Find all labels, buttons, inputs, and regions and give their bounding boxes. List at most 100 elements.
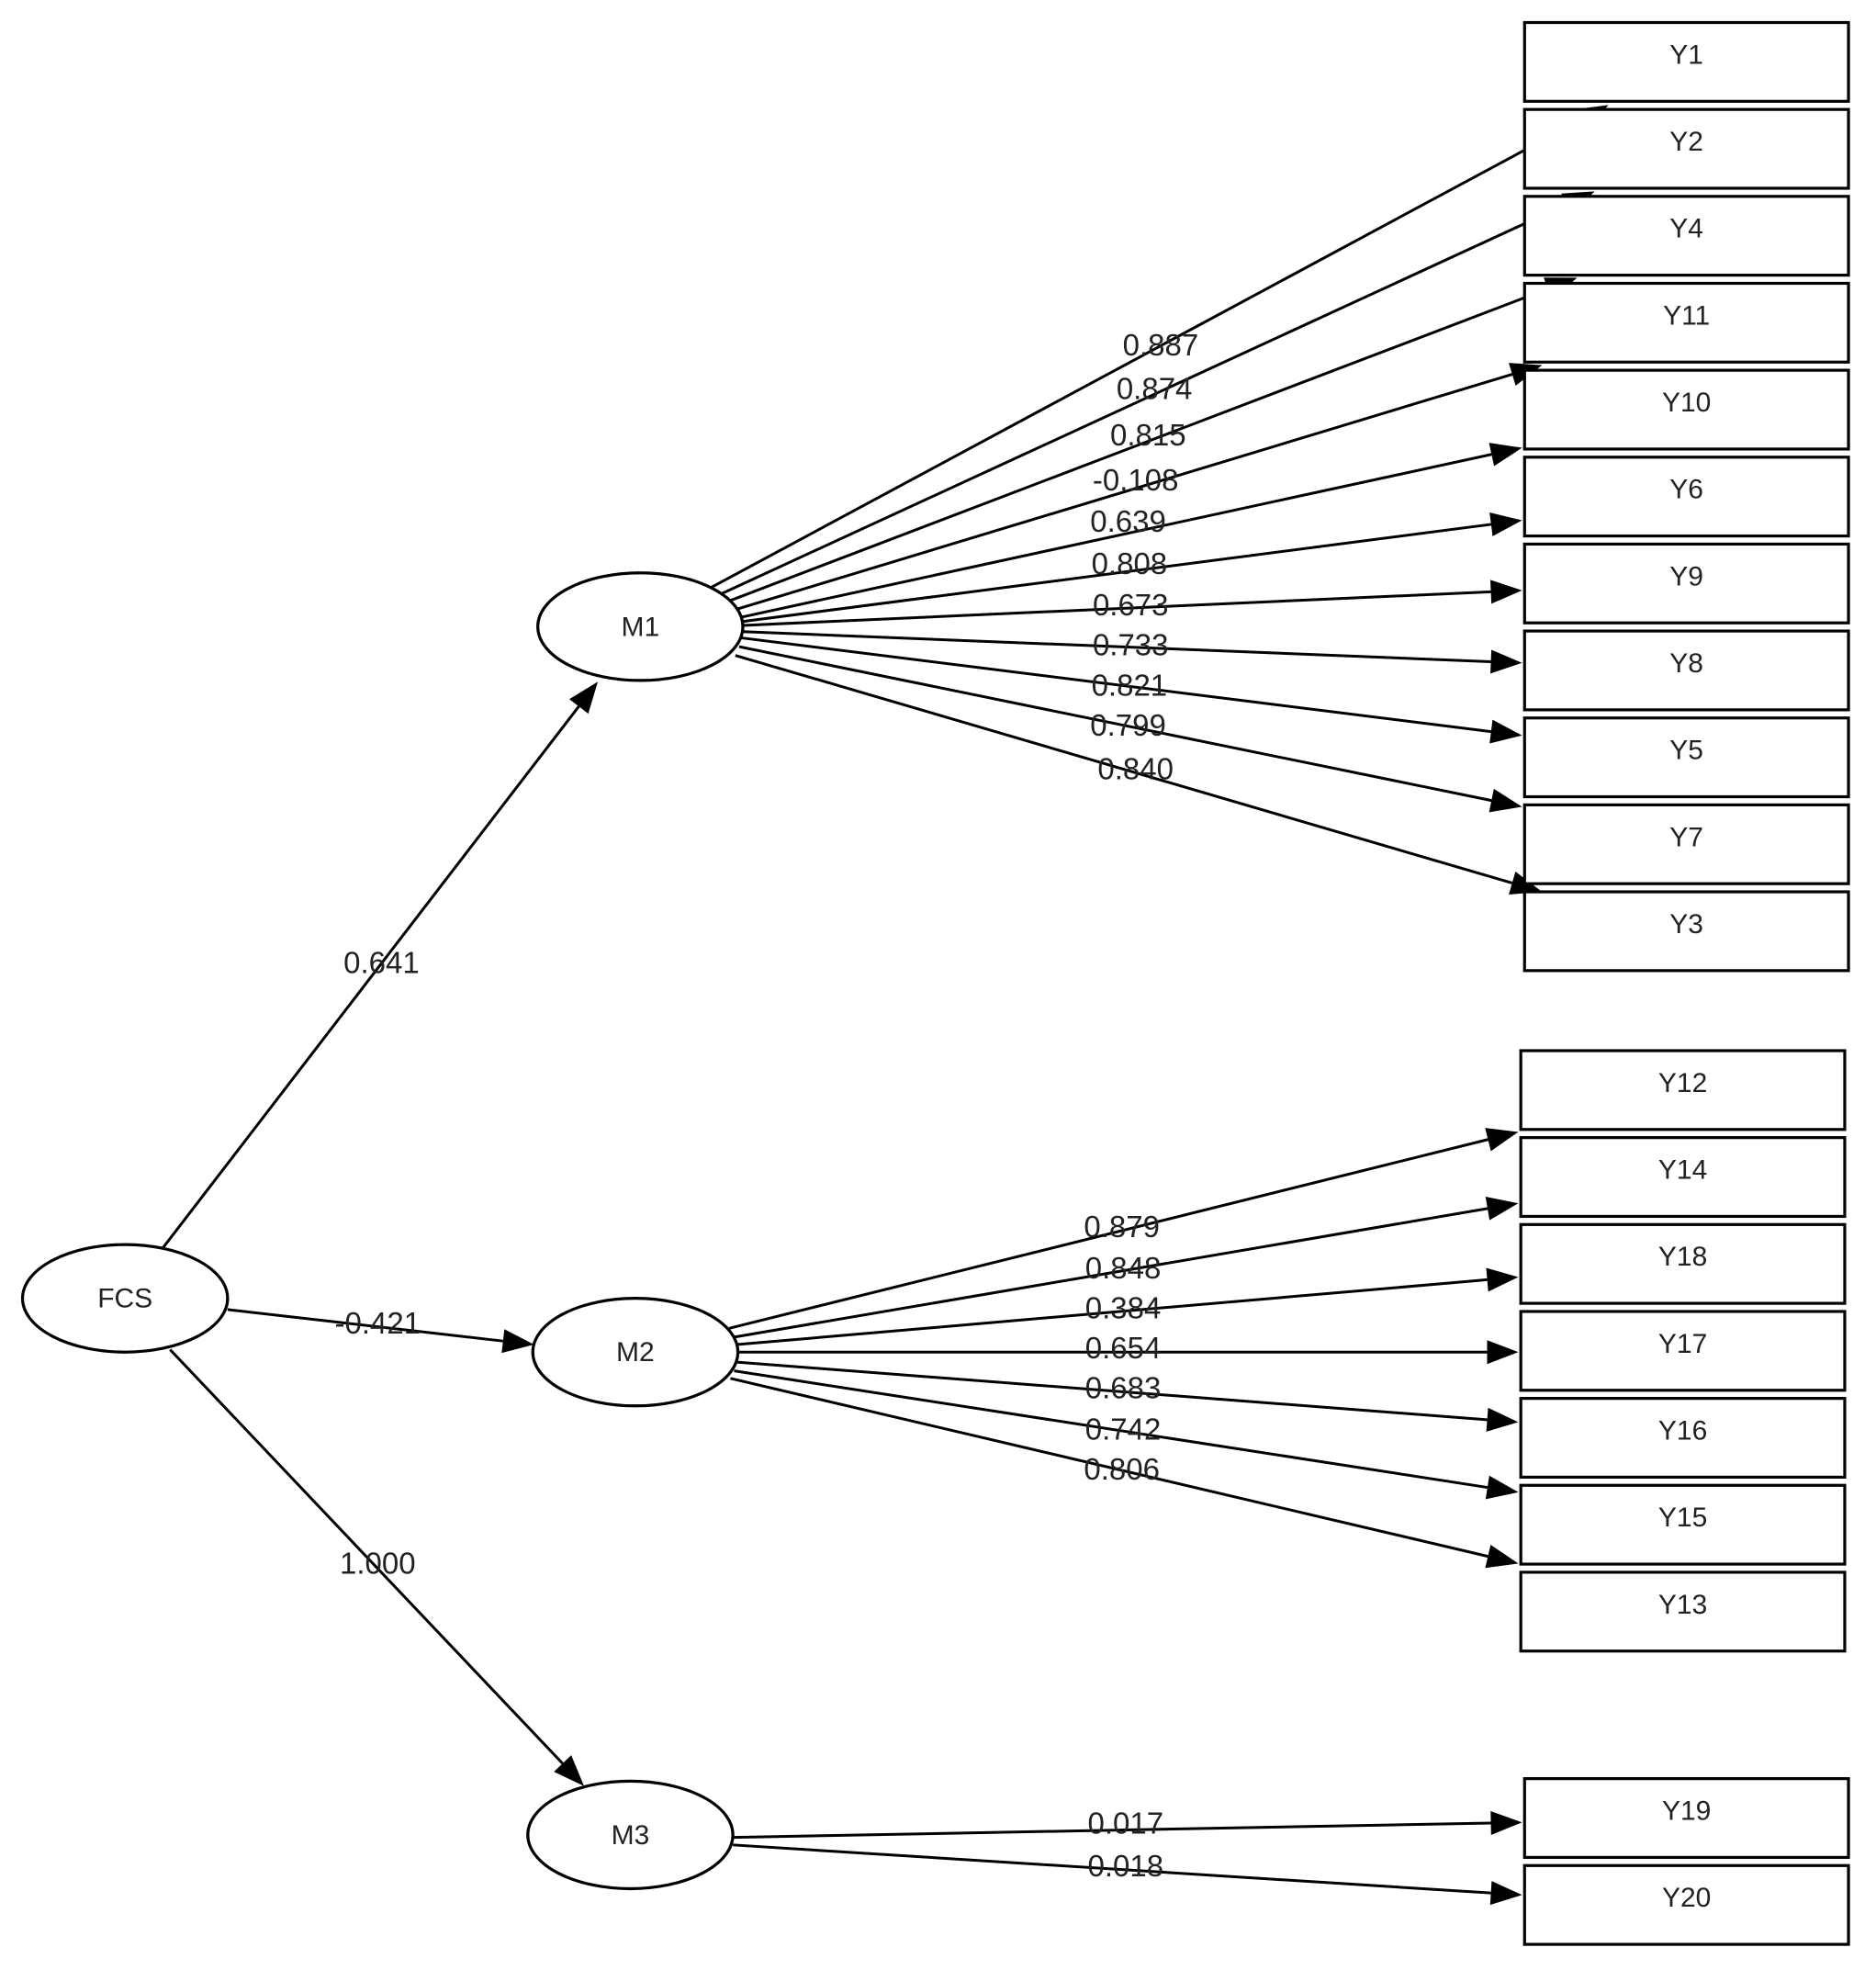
- arrowhead: [569, 681, 599, 715]
- edge-label-m2-y17: 0.654: [1085, 1331, 1162, 1365]
- edge-m3-y19: [733, 1810, 1522, 1840]
- arrowhead: [1490, 580, 1522, 604]
- edge-label-fcs-m2: -0.421: [335, 1306, 421, 1340]
- arrowhead: [1485, 1197, 1519, 1221]
- node-label: Y12: [1658, 1068, 1707, 1098]
- edge-label-m1-y9: 0.673: [1093, 588, 1169, 622]
- edge-label-m1-y8: 0.733: [1093, 628, 1169, 662]
- edge-m2-y14: [734, 1197, 1519, 1339]
- edge-label-m1-y2: 0.874: [1117, 372, 1193, 406]
- node-y13: Y13: [1519, 1570, 1847, 1653]
- edge-line: [737, 453, 1492, 620]
- node-label: Y19: [1662, 1796, 1711, 1827]
- edge-line: [736, 1278, 1488, 1346]
- indicator-box: [1522, 107, 1850, 190]
- node-y11: Y11: [1522, 281, 1850, 364]
- edge-line: [161, 705, 580, 1250]
- latent-ellipse: [20, 1243, 230, 1354]
- indicator-box: [1522, 20, 1850, 103]
- edge-line: [169, 1348, 564, 1765]
- node-label: Y15: [1658, 1503, 1707, 1533]
- edge-m1-y5: [741, 636, 1522, 744]
- arrowhead: [501, 1329, 534, 1354]
- edge-label-m1-y3: 0.840: [1097, 752, 1174, 786]
- edge-label-fcs-m3: 1.000: [340, 1546, 416, 1580]
- node-y18: Y18: [1519, 1222, 1847, 1305]
- edge-line: [717, 203, 1567, 597]
- arrowhead: [554, 1755, 585, 1786]
- edge-m1-y6: [741, 512, 1522, 624]
- nodes: FCSM1M2M3Y1Y2Y4Y11Y10Y6Y9Y8Y5Y7Y3Y12Y14Y…: [20, 20, 1850, 1946]
- node-y3: Y3: [1522, 890, 1850, 973]
- edge-label-m2-y14: 0.848: [1085, 1251, 1162, 1285]
- node-label: Y6: [1669, 475, 1703, 505]
- arrowhead: [1489, 512, 1522, 536]
- indicator-box: [1522, 195, 1850, 277]
- edge-label-fcs-m1: 0.641: [343, 946, 420, 980]
- node-label: Y13: [1658, 1590, 1707, 1620]
- node-label: M3: [612, 1820, 650, 1851]
- edge-label-m1-y7: 0.799: [1090, 708, 1166, 742]
- indicator-box: [1522, 629, 1850, 712]
- indicator-box: [1519, 1483, 1847, 1566]
- node-y19: Y19: [1522, 1777, 1850, 1860]
- edge-label-m2-y18: 0.384: [1085, 1291, 1162, 1325]
- latent-ellipse: [526, 1779, 735, 1891]
- edge-m1-y8: [742, 630, 1522, 674]
- node-label: M1: [622, 612, 660, 642]
- node-m3: M3: [526, 1779, 735, 1891]
- node-label: Y14: [1658, 1155, 1707, 1186]
- node-y9: Y9: [1522, 542, 1850, 625]
- node-y20: Y20: [1522, 1863, 1850, 1946]
- edge-label-m3-y19: 0.017: [1088, 1807, 1164, 1841]
- edge-label-m2-y12: 0.879: [1084, 1210, 1160, 1244]
- edge-line: [724, 287, 1549, 604]
- edge-line: [734, 1207, 1488, 1339]
- indicator-box: [1522, 1777, 1850, 1860]
- node-label: Y1: [1669, 39, 1703, 70]
- indicator-box: [1522, 456, 1850, 538]
- edge-line: [732, 373, 1513, 613]
- indicator-box: [1519, 1136, 1847, 1219]
- indicator-box: [1522, 716, 1850, 799]
- edge-line: [733, 1821, 1491, 1840]
- node-label: Y10: [1662, 388, 1711, 418]
- edge-labels: 0.641-0.4211.0000.8870.8740.815-0.1080.6…: [335, 328, 1199, 1883]
- edge-m1-y9: [742, 580, 1522, 627]
- node-label: Y8: [1669, 648, 1703, 679]
- edge-m3-y20: [733, 1843, 1522, 1906]
- arrowhead: [1485, 1128, 1519, 1152]
- edge-label-m1-y6: 0.808: [1092, 546, 1168, 580]
- node-y15: Y15: [1519, 1483, 1847, 1566]
- node-y8: Y8: [1522, 629, 1850, 712]
- edge-line: [741, 523, 1492, 624]
- node-y6: Y6: [1522, 456, 1850, 538]
- node-label: Y9: [1669, 561, 1703, 591]
- indicator-box: [1519, 1049, 1847, 1131]
- edges: [161, 105, 1609, 1906]
- edge-fcs-m1: [161, 681, 599, 1250]
- node-label: Y5: [1669, 736, 1703, 766]
- node-y2: Y2: [1522, 107, 1850, 190]
- edge-label-m2-y16: 0.683: [1085, 1371, 1162, 1405]
- node-y10: Y10: [1522, 368, 1850, 451]
- node-label: Y7: [1669, 822, 1703, 852]
- edge-line: [730, 1377, 1488, 1559]
- node-label: Y4: [1669, 214, 1703, 244]
- edge-m2-y13: [730, 1377, 1519, 1569]
- node-label: Y18: [1658, 1242, 1707, 1272]
- node-y12: Y12: [1519, 1049, 1847, 1131]
- arrowhead: [1485, 1544, 1519, 1569]
- edge-line: [733, 1843, 1491, 1895]
- edge-line: [741, 636, 1492, 734]
- edge-fcs-m3: [169, 1348, 585, 1786]
- arrowhead: [1489, 719, 1522, 744]
- edge-line: [738, 645, 1492, 803]
- edge-label-m1-y10: 0.639: [1090, 504, 1166, 538]
- node-label: Y11: [1663, 300, 1710, 331]
- arrowhead: [1486, 1407, 1519, 1432]
- arrowhead: [1488, 788, 1522, 813]
- arrowhead: [1490, 1810, 1522, 1835]
- edge-m2-y16: [736, 1360, 1519, 1432]
- indicator-box: [1519, 1397, 1847, 1480]
